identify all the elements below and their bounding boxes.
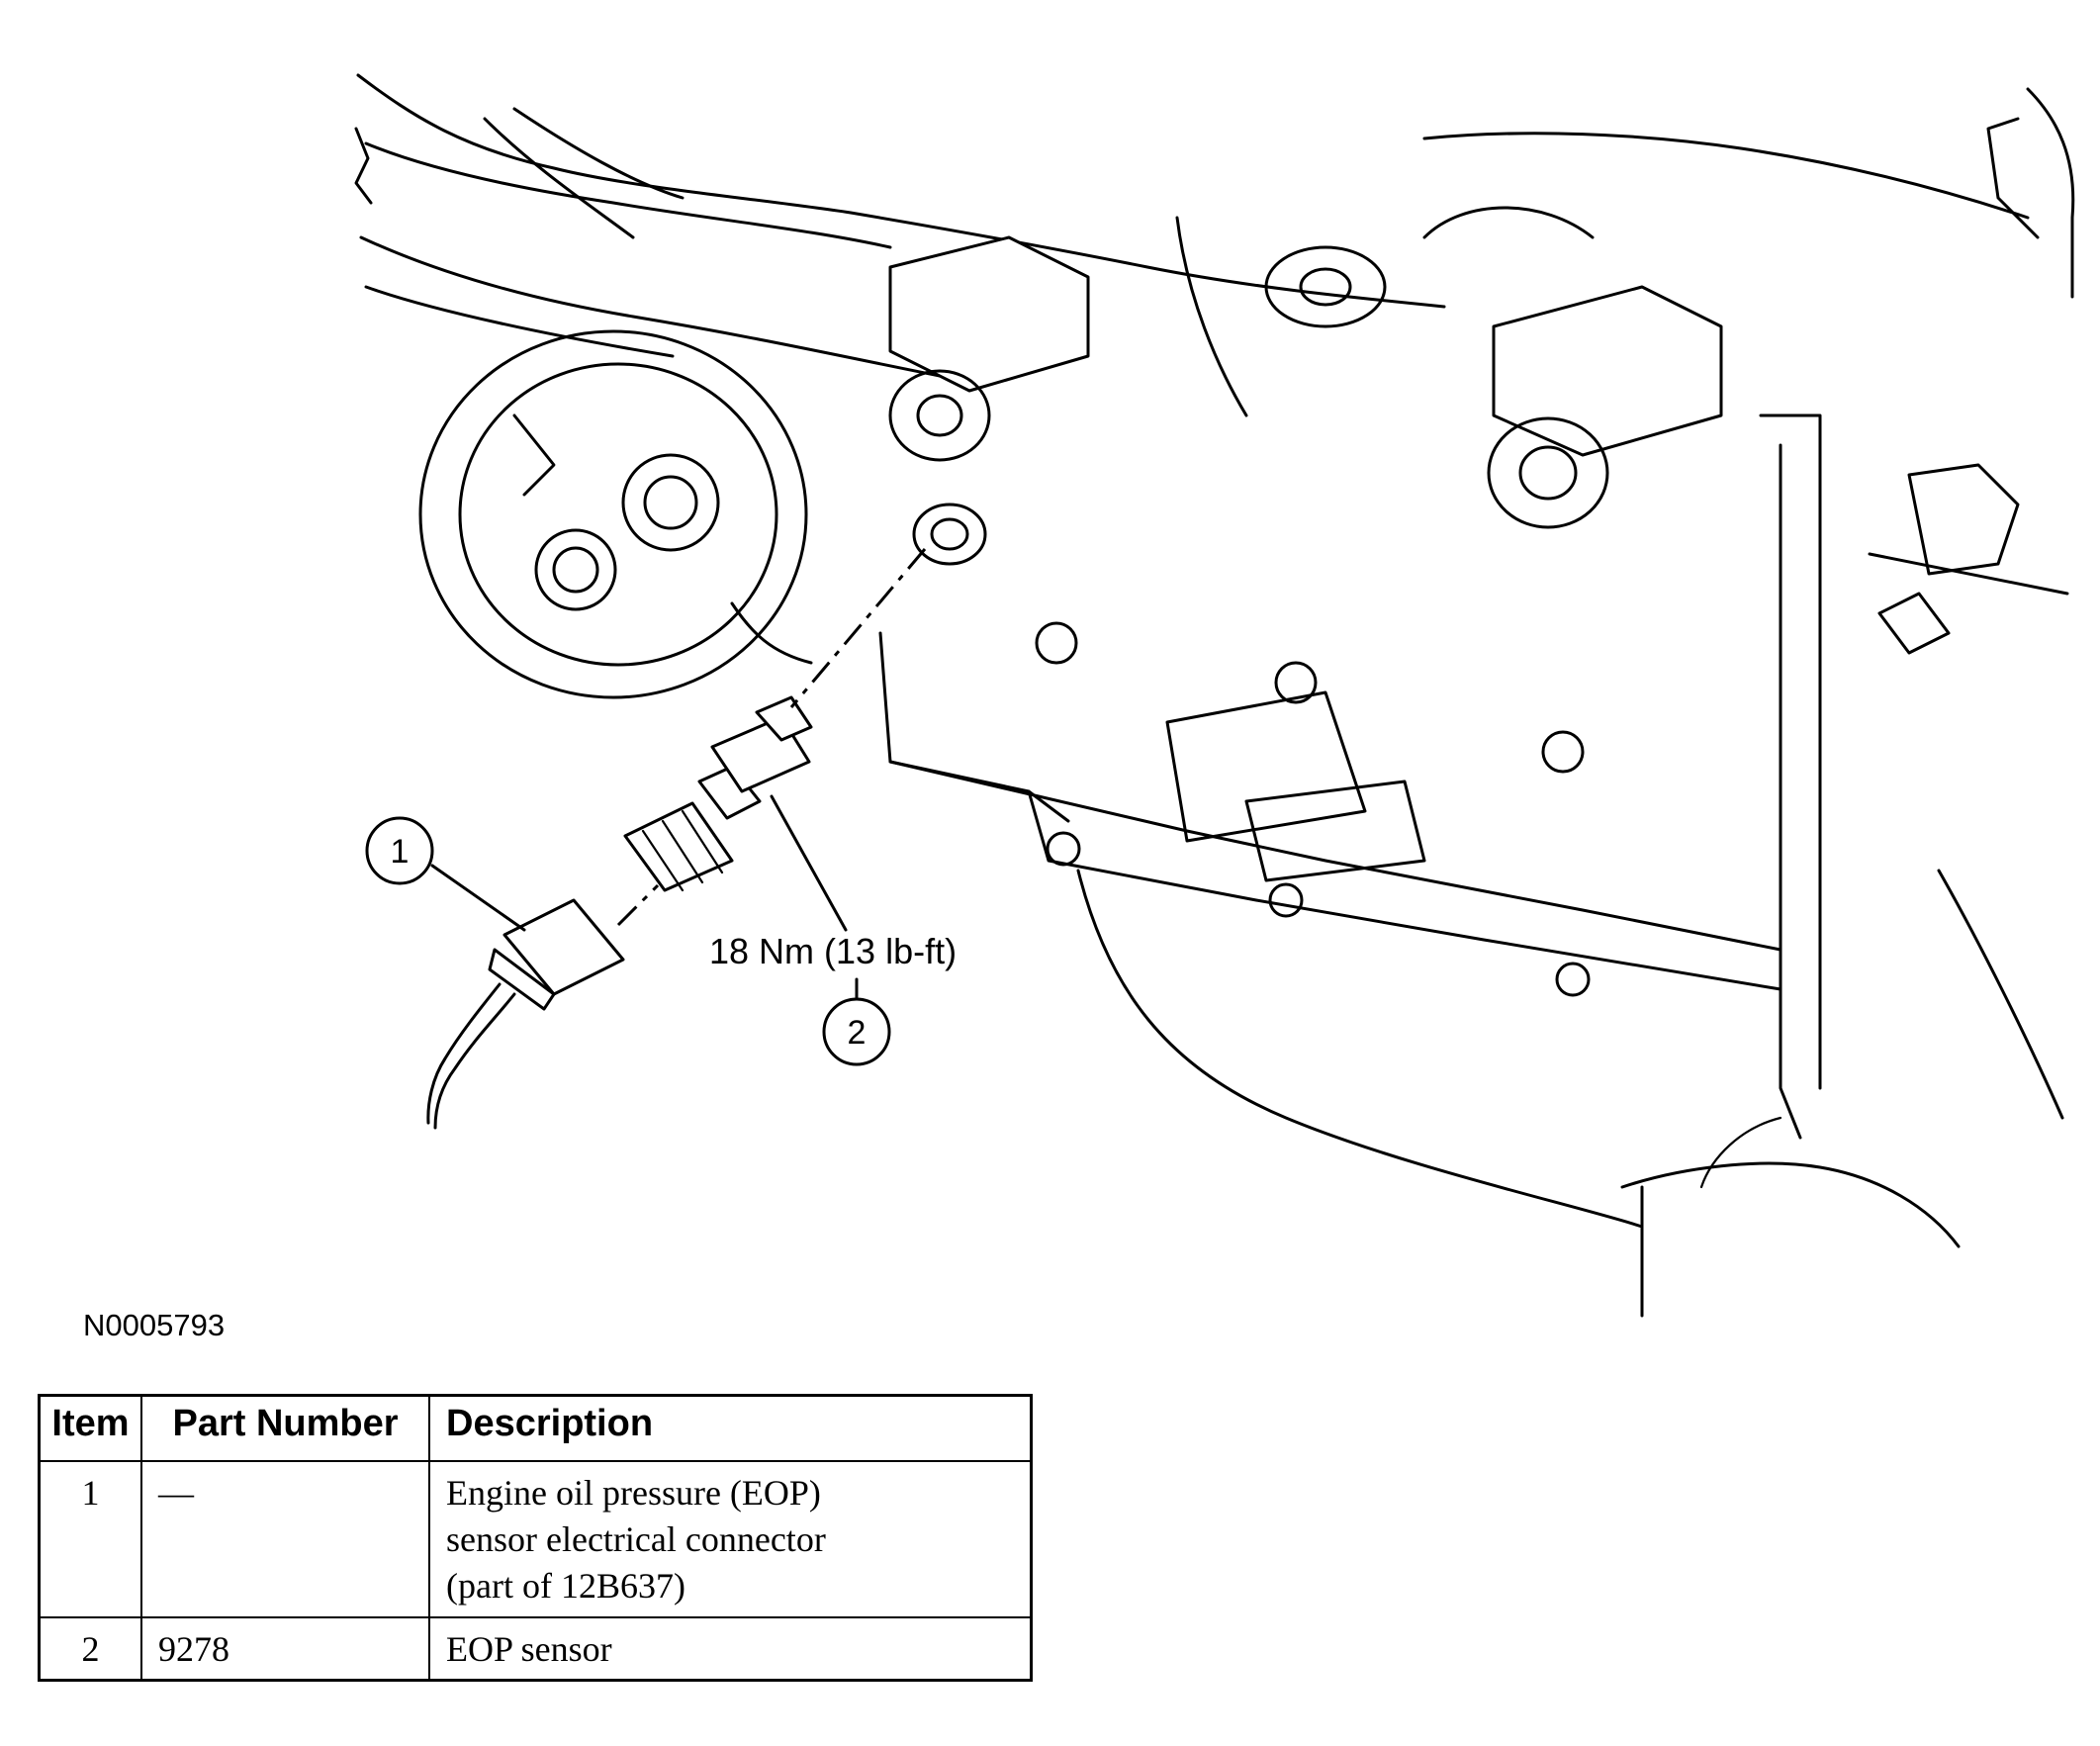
header-description: Description	[428, 1394, 1033, 1462]
callout-1: 1	[365, 816, 526, 932]
header-item: Item	[38, 1394, 142, 1462]
row-item: 2	[38, 1616, 142, 1682]
row-description: Engine oil pressure (EOP) sensor electri…	[428, 1460, 1033, 1618]
eop-sensor	[623, 695, 813, 892]
table-header-row: Item Part Number Description	[38, 1394, 1033, 1462]
row-item: 1	[38, 1460, 142, 1618]
engine-block-illustration	[354, 73, 2075, 1318]
torque-spec: 18 Nm (13 lb-ft)	[709, 931, 957, 971]
row-part-number: 9278	[140, 1616, 430, 1682]
callout-2-label: 2	[848, 1014, 867, 1052]
centerline-connector-to-sensor	[616, 883, 660, 927]
row-part-number: —	[140, 1460, 430, 1618]
centerline-sensor-to-block	[789, 548, 927, 708]
callout-2: 18 Nm (13 lb-ft) 2	[709, 794, 957, 1066]
header-part-number: Part Number	[140, 1394, 430, 1462]
table-row: 2 9278 EOP sensor	[38, 1616, 1033, 1682]
parts-legend-table: Item Part Number Description 1 — Engine …	[38, 1394, 1033, 1682]
table-row: 1 — Engine oil pressure (EOP) sensor ele…	[38, 1460, 1033, 1618]
row-description: EOP sensor	[428, 1616, 1033, 1682]
callout-1-label: 1	[391, 833, 410, 871]
figure-id: N0005793	[83, 1308, 226, 1342]
eop-sensor-connector	[426, 898, 625, 1130]
